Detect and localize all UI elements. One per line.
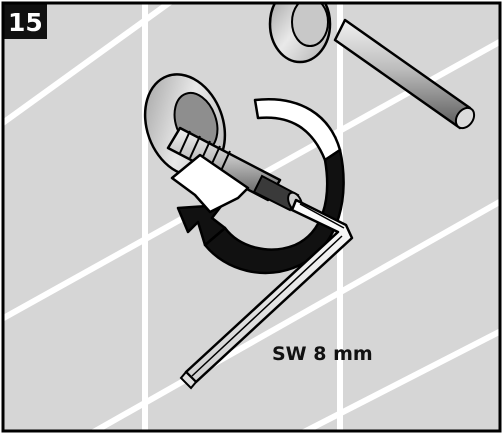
- step-number: 15: [8, 8, 43, 37]
- valve-icon: [143, 73, 342, 213]
- hex-key-icon: [179, 198, 354, 390]
- rotation-arrow-icon: [170, 148, 345, 275]
- step-badge: 15: [3, 3, 47, 39]
- upper-valve-handle: [268, 3, 476, 130]
- hex-key-size-label: SW 8 mm: [272, 343, 373, 365]
